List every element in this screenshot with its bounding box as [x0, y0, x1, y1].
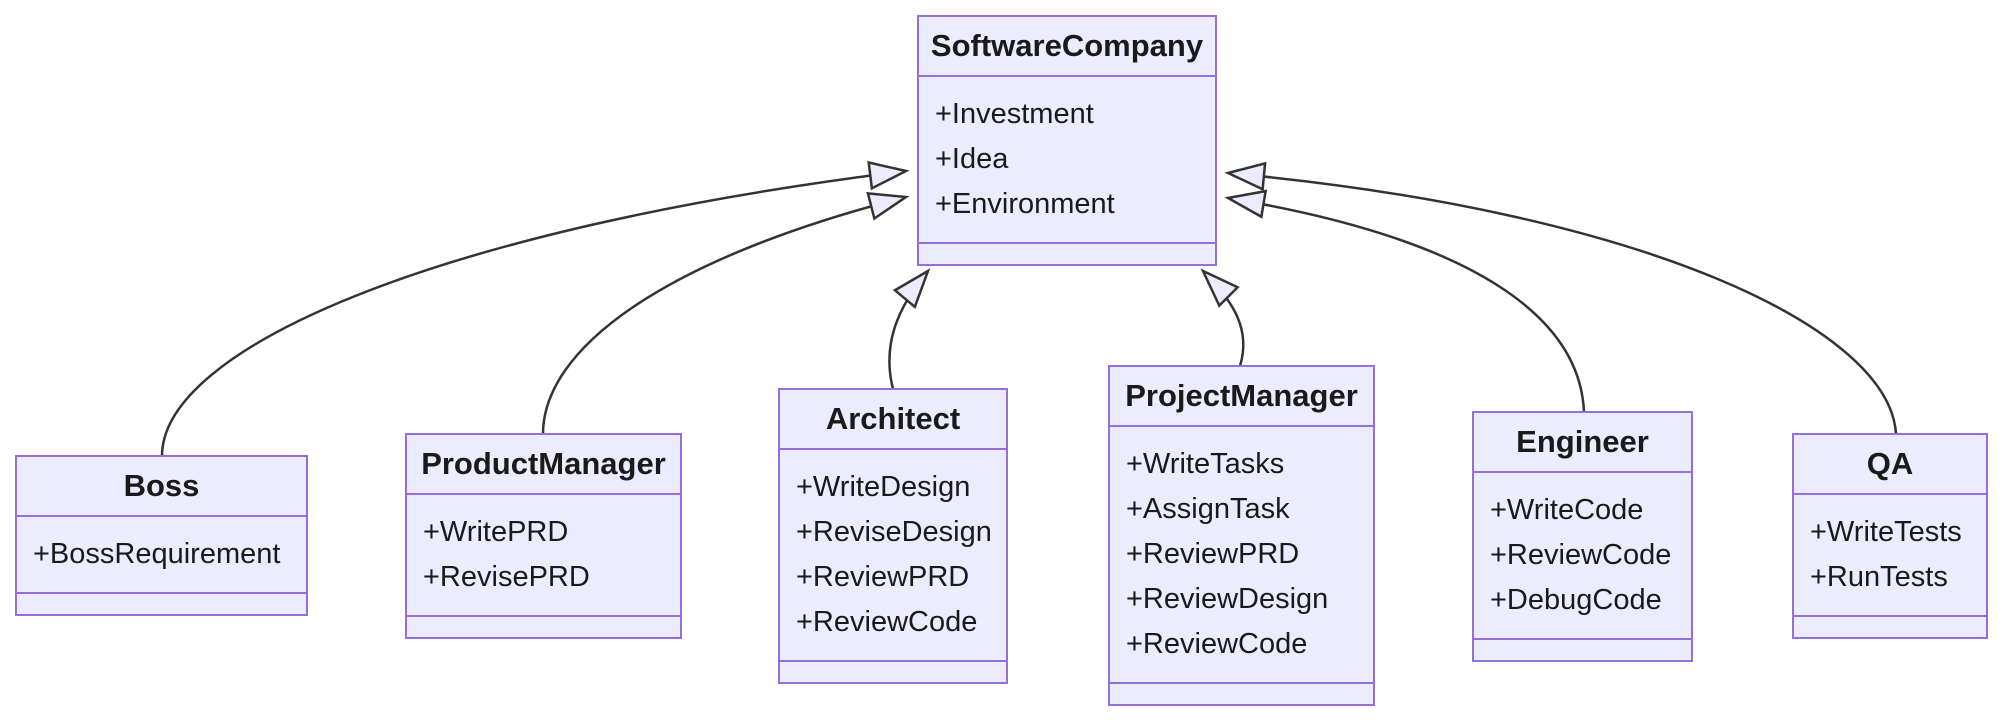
class-methods-empty: [919, 244, 1215, 264]
class-box-projectmanager: ProjectManager +WriteTasks +AssignTask +…: [1108, 365, 1375, 706]
edge-boss-to-softwarecompany: [160, 160, 910, 457]
class-name: SoftwareCompany: [919, 17, 1215, 77]
class-attribute: +WriteTests: [1810, 516, 1962, 548]
class-box-engineer: Engineer +WriteCode +ReviewCode +DebugCo…: [1472, 411, 1693, 662]
class-attribute: +ReviewCode: [796, 606, 978, 638]
class-name: ProjectManager: [1110, 367, 1373, 427]
class-attributes: +WriteTests +RunTests: [1794, 495, 1986, 617]
edge-productmanager-to-softwarecompany: [541, 191, 910, 435]
class-name: ProductManager: [407, 435, 680, 495]
class-attribute: +Investment: [935, 98, 1094, 130]
class-attribute: +ReviewPRD: [796, 561, 970, 593]
edge-qa-to-softwarecompany: [1224, 161, 1898, 435]
class-attribute: +WriteDesign: [796, 471, 971, 503]
class-attribute: +WriteTasks: [1126, 448, 1285, 480]
edge-projectmanager-to-softwarecompany: [1200, 268, 1245, 367]
class-name: Architect: [780, 390, 1006, 450]
class-methods-empty: [780, 662, 1006, 682]
class-attributes: +BossRequirement: [17, 517, 306, 594]
edge-engineer-to-softwarecompany: [1224, 189, 1586, 413]
class-attribute: +WritePRD: [423, 516, 569, 548]
class-attribute: +RevisePRD: [423, 561, 590, 593]
class-attributes: +Investment +Idea +Environment: [919, 77, 1215, 244]
edge-architect-to-softwarecompany: [888, 268, 931, 390]
class-attribute: +ReviewCode: [1490, 539, 1672, 571]
class-attribute: +AssignTask: [1126, 493, 1290, 525]
class-attribute: +DebugCode: [1490, 584, 1662, 616]
class-attribute: +BossRequirement: [33, 538, 281, 570]
class-attributes: +WritePRD +RevisePRD: [407, 495, 680, 617]
class-attributes: +WriteTasks +AssignTask +ReviewPRD +Revi…: [1110, 427, 1373, 684]
class-methods-empty: [1794, 617, 1986, 637]
class-methods-empty: [407, 617, 680, 637]
class-box-qa: QA +WriteTests +RunTests: [1792, 433, 1988, 639]
class-attribute: +ReviewDesign: [1126, 583, 1329, 615]
class-attribute: +WriteCode: [1490, 494, 1644, 526]
class-attribute: +ReviewPRD: [1126, 538, 1300, 570]
class-attribute: +Environment: [935, 188, 1115, 220]
class-attribute: +ReviseDesign: [796, 516, 992, 548]
class-methods-empty: [17, 594, 306, 614]
class-attributes: +WriteDesign +ReviseDesign +ReviewPRD +R…: [780, 450, 1006, 662]
class-name: QA: [1794, 435, 1986, 495]
class-box-softwarecompany: SoftwareCompany +Investment +Idea +Envir…: [917, 15, 1217, 266]
class-attributes: +WriteCode +ReviewCode +DebugCode: [1474, 473, 1691, 640]
class-name: Boss: [17, 457, 306, 517]
class-box-architect: Architect +WriteDesign +ReviseDesign +Re…: [778, 388, 1008, 684]
class-attribute: +RunTests: [1810, 561, 1948, 593]
class-methods-empty: [1474, 640, 1691, 660]
class-box-boss: Boss +BossRequirement: [15, 455, 308, 616]
class-attribute: +Idea: [935, 143, 1009, 175]
class-attribute: +ReviewCode: [1126, 628, 1308, 660]
class-methods-empty: [1110, 684, 1373, 704]
class-box-productmanager: ProductManager +WritePRD +RevisePRD: [405, 433, 682, 639]
class-name: Engineer: [1474, 413, 1691, 473]
